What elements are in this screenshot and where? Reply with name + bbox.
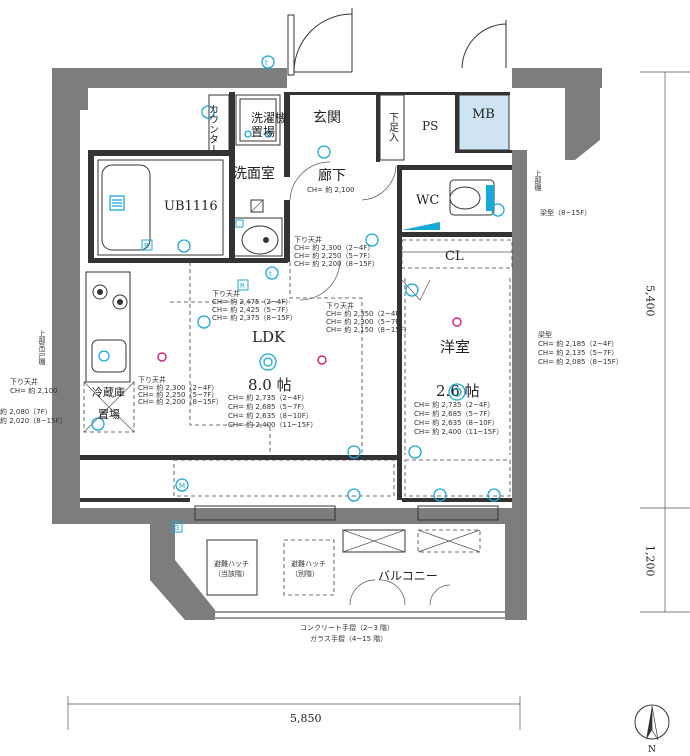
svg-text:CH= 約 2,300（2~4F）: CH= 約 2,300（2~4F） (294, 243, 374, 252)
label-jobu-tana: 上部棚 (534, 169, 542, 192)
svg-text:N: N (648, 745, 656, 755)
label-ldk: LDK (252, 328, 286, 346)
svg-text:下り天井: 下り天井 (10, 377, 38, 386)
label-ps: PS (422, 119, 438, 133)
svg-text:CH= 約 2,685（5~7F）: CH= 約 2,685（5~7F） (414, 409, 494, 418)
dimension-width: 5,850 (67, 696, 521, 730)
label-jobu-tsuriko-tana: 上部吊戸棚 (38, 329, 46, 366)
svg-text:5,400: 5,400 (644, 285, 657, 317)
svg-text:CH= 約 2,300（2~4F）: CH= 約 2,300（2~4F） (138, 383, 218, 392)
svg-text:5,850: 5,850 (290, 712, 322, 725)
label-mb: MB (472, 107, 495, 122)
svg-text:CH= 約 2,475（2~4F）: CH= 約 2,475（2~4F） (212, 297, 292, 306)
svg-text:下り天井: 下り天井 (326, 301, 354, 310)
svg-text:CH= 約 2,085（8~15F）: CH= 約 2,085（8~15F） (538, 357, 623, 366)
wash-basin (233, 199, 283, 257)
label-reizoko: 冷蔵庫 (92, 385, 125, 399)
svg-text:CH= 約 2,150（8~15F）: CH= 約 2,150（8~15F） (326, 325, 411, 334)
vertical-labels: カウンター 下足入 上部棚 上部吊戸棚 (38, 104, 542, 366)
kitchen (83, 271, 135, 433)
label-senmen: 洗面室 (233, 165, 275, 182)
north-arrow-icon: N (634, 704, 670, 755)
label-reizoko-okiba: 置場 (98, 408, 120, 421)
svg-text:約 2,020（8~15F）: 約 2,020（8~15F） (0, 416, 67, 425)
svg-text:CH= 約 2,250（5~7F）: CH= 約 2,250（5~7F） (138, 390, 218, 399)
svg-text:ガラス手摺（4~15 階）: ガラス手摺（4~15 階） (310, 634, 387, 643)
range-hood-icon-2: R (240, 282, 245, 290)
gas-icon: G (174, 524, 179, 532)
label-counter: カウンター (207, 104, 219, 154)
mb-door[interactable] (461, 20, 507, 69)
meter-icon: M (179, 482, 185, 490)
toilet (402, 179, 495, 230)
svg-text:CH= 約 2,735（2~4F）: CH= 約 2,735（2~4F） (414, 400, 494, 409)
svg-text:梁型: 梁型 (538, 330, 552, 339)
svg-text:CH= 約 2,100: CH= 約 2,100 (10, 386, 58, 395)
svg-text:CH= 約 2,300（5~7F）: CH= 約 2,300（5~7F） (326, 317, 406, 326)
walls (52, 68, 602, 620)
svg-text:CH= 約 2,250（5~7F）: CH= 約 2,250（5~7F） (294, 251, 374, 260)
soffit-ch: 下り天井 CH= 約 2,100 約 2,080（7F） 約 2,020（8~1… (0, 235, 411, 425)
svg-text:下り天井: 下り天井 (294, 235, 322, 244)
tel-icon-ldk: t (269, 270, 272, 278)
svg-text:CH= 約 2,185（2~4F）: CH= 約 2,185（2~4F） (538, 339, 618, 348)
svg-text:CH= 約 2,200（8~15F）: CH= 約 2,200（8~15F） (138, 397, 223, 406)
svg-text:梁型（8~15F）: 梁型（8~15F） (540, 208, 591, 217)
label-roka: 廊下 (318, 167, 346, 184)
balcony (194, 505, 505, 619)
outlets (91, 55, 505, 533)
svg-text:CH= 約 2,350（2~4F）: CH= 約 2,350（2~4F） (326, 309, 406, 318)
washing-machine-area (235, 94, 281, 146)
label-cl: CL (445, 249, 464, 264)
soffit-outlines (170, 262, 511, 497)
label-balcony: バルコニー (378, 569, 438, 583)
room-labels: 洗濯機 置場 玄関 PS MB 洗面室 UB1116 廊下 CH= 約 2,10… (92, 107, 495, 583)
svg-text:CH= 約 2,735（2~4F）: CH= 約 2,735（2~4F） (228, 393, 308, 402)
svg-text:CH= 約 2,635（8~10F）: CH= 約 2,635（8~10F） (228, 411, 313, 420)
svg-text:1,200: 1,200 (644, 545, 657, 577)
closet (401, 239, 513, 269)
interior-walls (80, 92, 512, 502)
label-shimoashiire: 下足入 (387, 112, 399, 142)
dimension-depth: 5,400 1,200 (640, 71, 690, 613)
ldk-ch: CH= 約 2,735（2~4F） CH= 約 2,685（5~7F） CH= … (228, 393, 317, 429)
svg-text:CH= 約 2,135（5~7F）: CH= 約 2,135（5~7F） (538, 348, 618, 357)
svg-text:避難ハッチ: 避難ハッチ (214, 559, 249, 568)
hatch-labels: 避難ハッチ （当該階） 避難ハッチ （別階） コンクリート手摺（2~3 階） ガ… (214, 559, 394, 643)
svg-text:CH= 約 2,375（8~15F）: CH= 約 2,375（8~15F） (212, 313, 297, 322)
svg-text:下り天井: 下り天井 (138, 375, 166, 384)
svg-text:CH= 約 2,635（8~10F）: CH= 約 2,635（8~10F） (414, 418, 499, 427)
svg-text:約 2,080（7F）: 約 2,080（7F） (0, 407, 52, 416)
svg-text:避難ハッチ: 避難ハッチ (291, 559, 326, 568)
mb-box (458, 94, 510, 151)
label-wc: WC (416, 193, 439, 208)
label-genkan: 玄関 (313, 109, 341, 126)
label-ldk-size: 8.0 帖 (248, 376, 292, 394)
svg-text:（当該階）: （当該階） (214, 569, 249, 578)
svg-text:CH= 約 2,685（5~7F）: CH= 約 2,685（5~7F） (228, 402, 308, 411)
svg-text:コンクリート手摺（2~3 階）: コンクリート手摺（2~3 階） (300, 623, 394, 632)
svg-text:CH= 約 2,200（8~15F）: CH= 約 2,200（8~15F） (294, 259, 379, 268)
yoshitsu-ch: CH= 約 2,735（2~4F） CH= 約 2,685（5~7F） CH= … (414, 400, 503, 436)
entrance-door[interactable] (287, 8, 353, 76)
label-yoshitsu: 洋室 (440, 338, 470, 356)
unit-bath (97, 159, 224, 256)
svg-text:CH= 約 2,400（11~15F）: CH= 約 2,400（11~15F） (414, 427, 503, 436)
label-ub: UB1116 (164, 199, 218, 214)
svg-text:下り天井: 下り天井 (212, 289, 240, 298)
ceiling-lights (157, 317, 466, 401)
svg-text:CH= 約 2,400（11~15F）: CH= 約 2,400（11~15F） (228, 420, 317, 429)
svg-text:CH= 約 2,425（5~7F）: CH= 約 2,425（5~7F） (212, 305, 292, 314)
beam-ch: 梁型 CH= 約 2,185（2~4F） CH= 約 2,135（5~7F） C… (538, 208, 623, 366)
label-roka-ch: CH= 約 2,100 (307, 185, 355, 194)
svg-text:（別階）: （別階） (291, 569, 319, 578)
symbol-labels: t t R R G M (144, 59, 272, 532)
label-yoshitsu-size: 2.6 帖 (436, 382, 480, 400)
range-hood-icon: R (144, 242, 149, 250)
interior-doors[interactable] (289, 161, 431, 301)
label-okiba: 置場 (251, 125, 275, 139)
tel-icon: t (265, 59, 268, 67)
label-sentakuki: 洗濯機 (251, 110, 287, 125)
